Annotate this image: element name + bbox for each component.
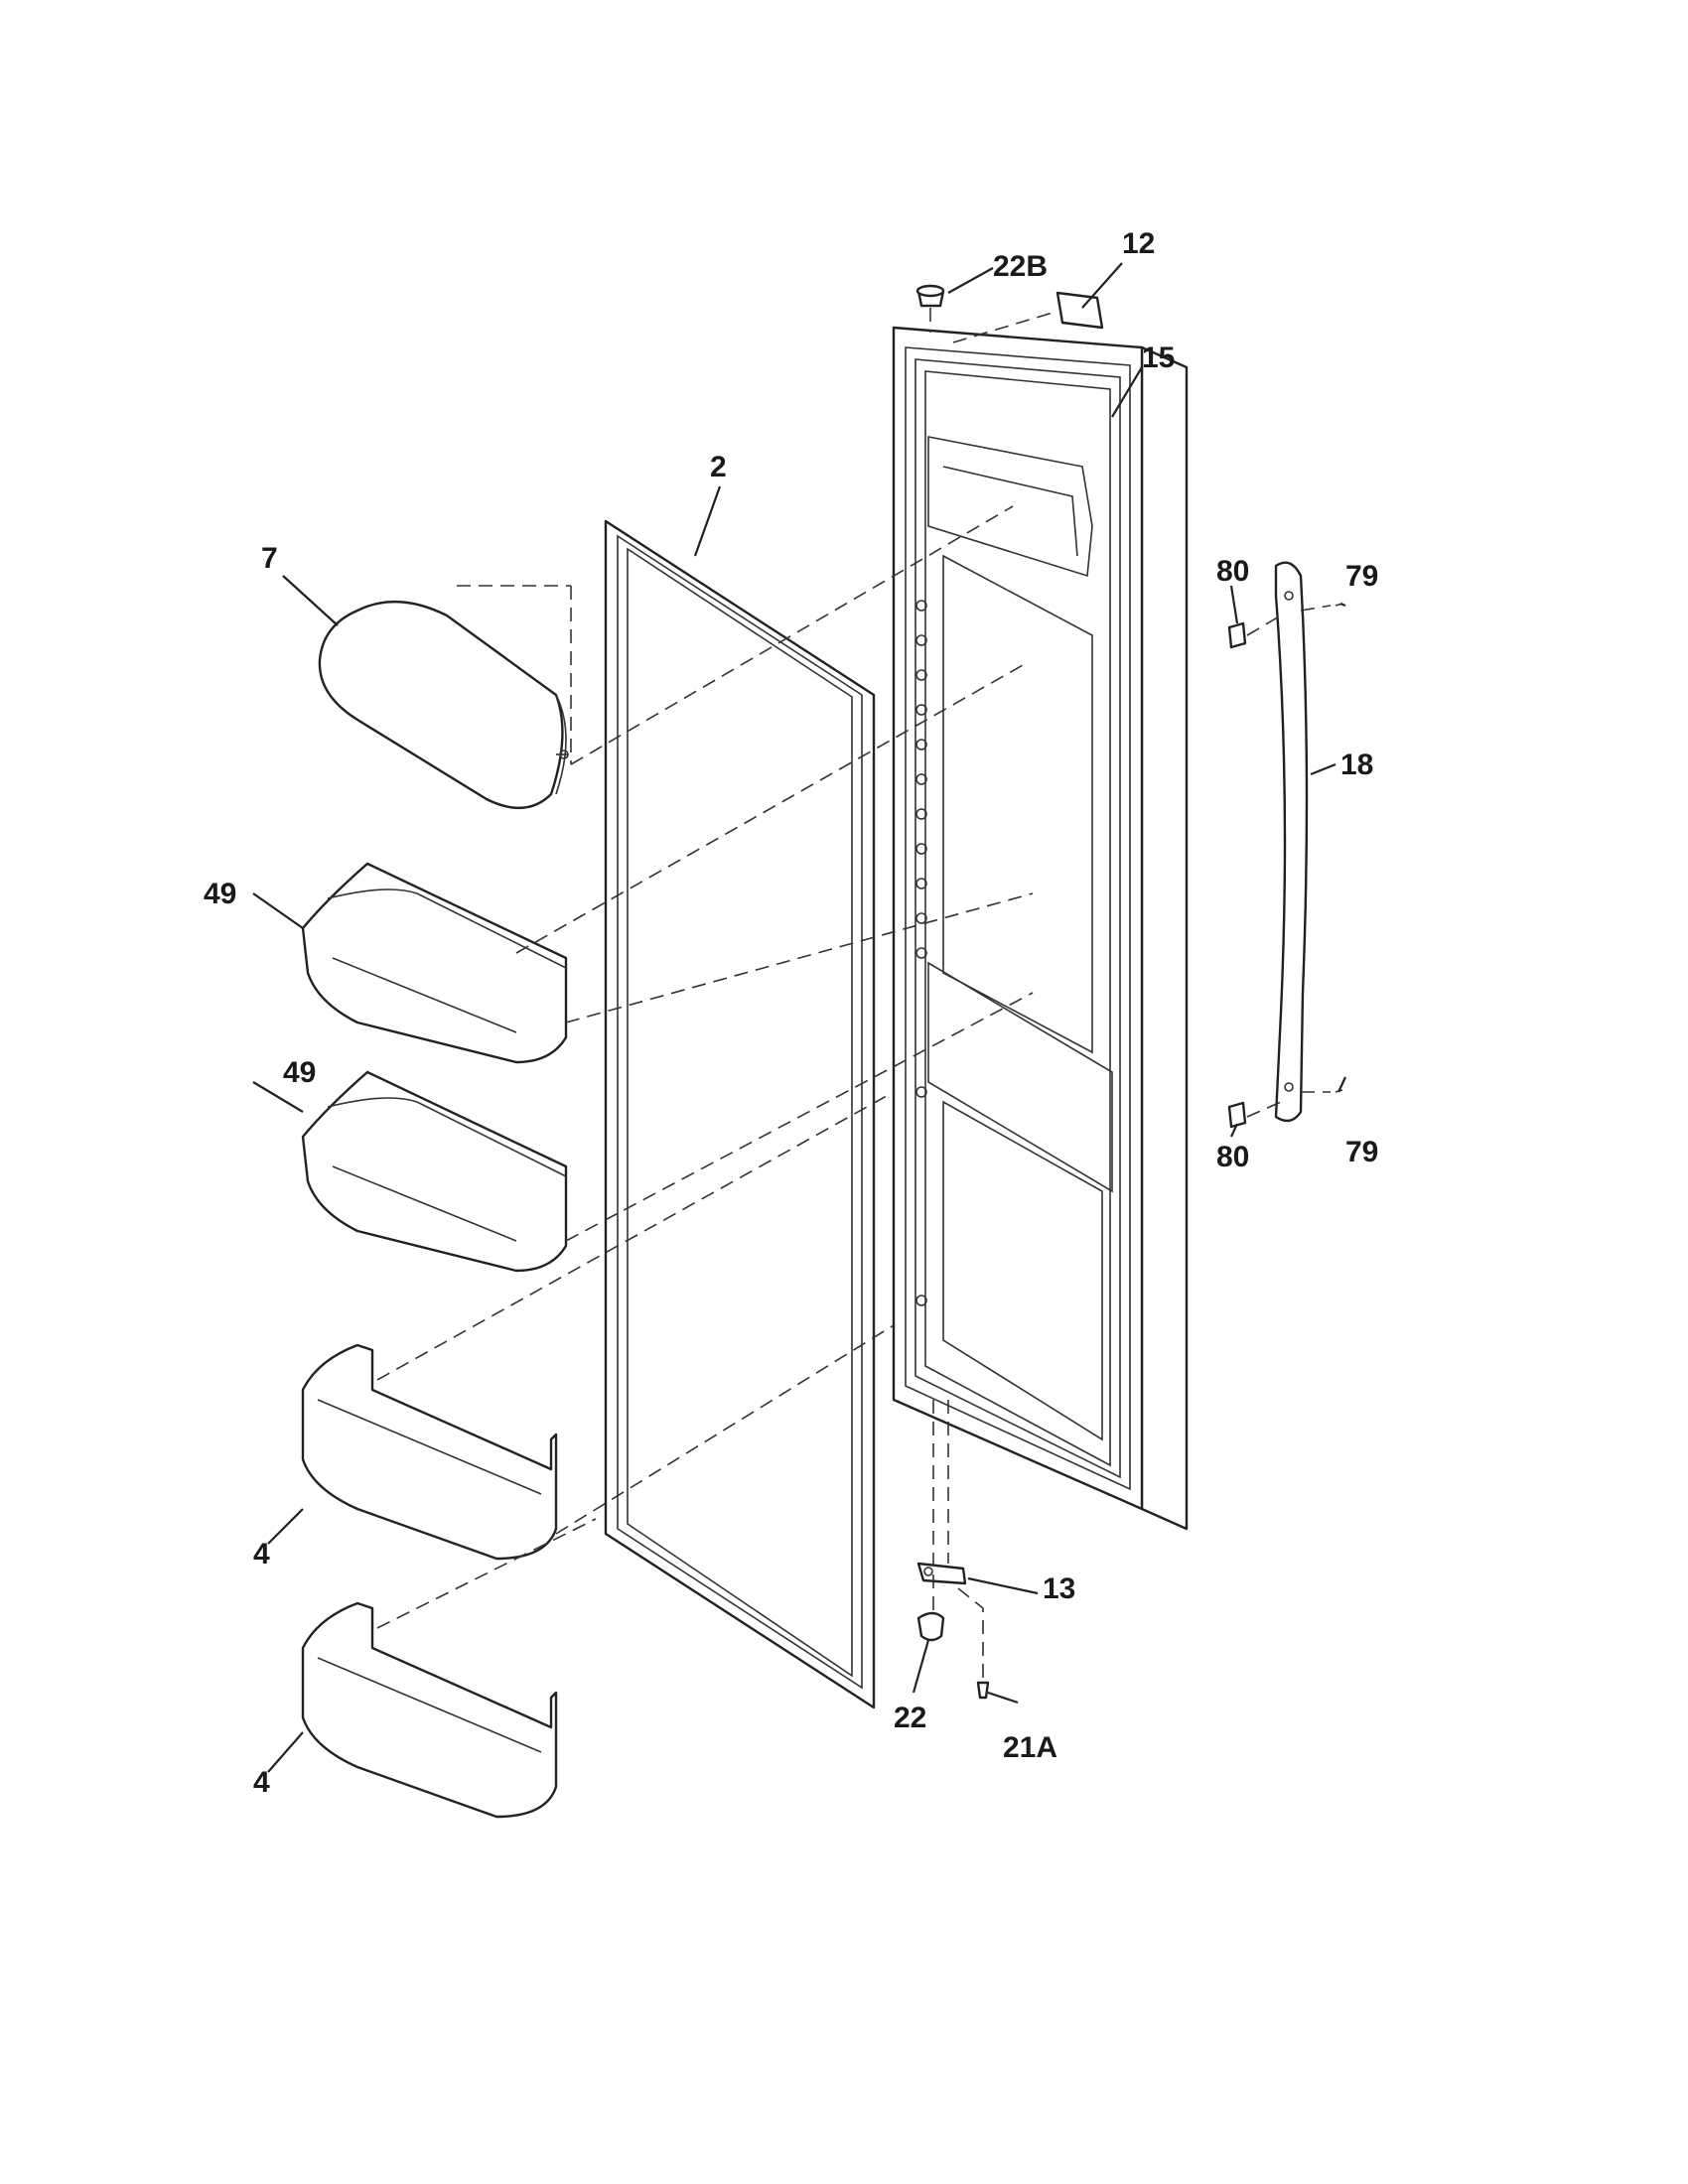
door-outer-panel	[892, 326, 1189, 1531]
door-shelf-lower	[301, 1601, 558, 1819]
door-bin-upper	[301, 862, 568, 1064]
callout-13: 13	[1043, 1572, 1075, 1605]
callout-80-top: 80	[1216, 555, 1249, 588]
callout-79-bottom: 79	[1345, 1136, 1378, 1168]
callout-2: 2	[710, 451, 727, 483]
callout-4-top: 4	[253, 1538, 270, 1570]
callout-21a: 21A	[1003, 1731, 1057, 1764]
callout-79-top: 79	[1345, 560, 1378, 593]
callout-12: 12	[1122, 227, 1155, 260]
callout-7: 7	[261, 542, 278, 575]
handle-stud-bottom	[1227, 1101, 1247, 1129]
label-plate-12	[1055, 291, 1104, 330]
callout-labels: 22B 12 15 2 7 80 79 18 49 49 80 79 4 13 …	[204, 227, 1378, 1799]
door-bin-lower	[301, 1070, 568, 1273]
callout-4-bottom: 4	[253, 1766, 270, 1799]
door-bin-posts	[915, 600, 927, 1306]
callout-49-top: 49	[204, 878, 236, 910]
handle-stud-top	[1227, 621, 1247, 649]
door-gasket	[604, 519, 876, 1709]
callout-18: 18	[1340, 749, 1373, 781]
callout-80-bottom: 80	[1216, 1141, 1249, 1173]
callout-22b: 22B	[993, 250, 1048, 283]
callout-15: 15	[1142, 341, 1175, 374]
callout-49-bottom: 49	[283, 1056, 316, 1089]
hinge-13	[916, 1562, 967, 1585]
can-rack	[318, 601, 569, 810]
bushing-22	[916, 1611, 945, 1642]
door-handle	[1274, 561, 1309, 1123]
screw-21a	[976, 1681, 990, 1700]
door-shelf-upper	[301, 1343, 558, 1561]
callout-22: 22	[894, 1702, 926, 1734]
alignment-lines	[376, 308, 1332, 1678]
leader-lines	[252, 262, 1346, 1773]
hinge-cap-22b	[915, 284, 945, 308]
